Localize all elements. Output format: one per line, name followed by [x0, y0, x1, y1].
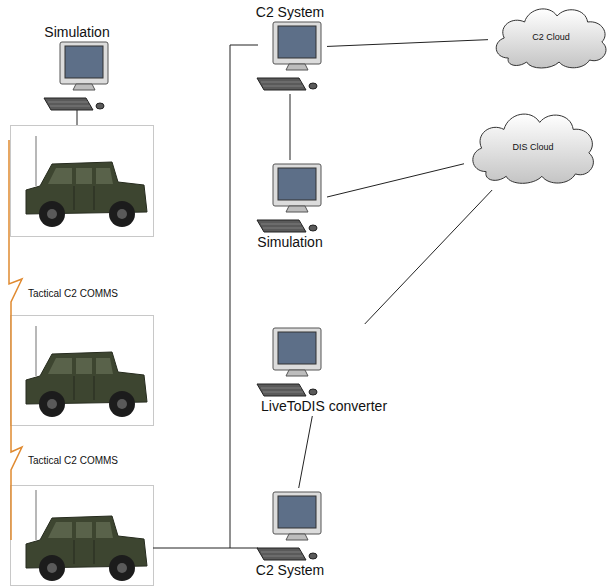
link-label: Tactical C2 COMMS — [28, 455, 118, 466]
computer-icon — [255, 162, 325, 234]
vehicle — [26, 326, 147, 417]
vehicle — [26, 136, 147, 227]
network-link — [365, 190, 492, 324]
computer-node: C2 System — [255, 490, 325, 578]
vehicle-frame — [11, 316, 154, 426]
wire — [230, 45, 258, 548]
wire — [153, 548, 258, 549]
network-link — [327, 164, 464, 197]
network-cloud: C2 Cloud — [490, 2, 612, 72]
network-link — [299, 416, 313, 488]
vehicle — [26, 490, 147, 581]
computer-node: LiveToDIS converter — [255, 326, 387, 414]
node-label: C2 System — [256, 4, 324, 20]
cloud-label: C2 Cloud — [532, 32, 570, 42]
link-label: Tactical C2 COMMS — [28, 288, 118, 299]
computer-icon — [255, 20, 325, 92]
computer-icon — [255, 490, 325, 562]
computer-node: Simulation — [255, 162, 325, 250]
node-label: C2 System — [256, 562, 324, 578]
node-label: Simulation — [257, 234, 322, 250]
network-link — [327, 40, 488, 47]
network-link — [290, 94, 291, 160]
computer-node: C2 System — [255, 4, 325, 92]
computer-icon — [255, 326, 325, 398]
cloud-label: DIS Cloud — [512, 142, 553, 152]
node-label: LiveToDIS converter — [261, 398, 387, 414]
vehicle-frame — [11, 486, 154, 586]
wire — [77, 110, 78, 125]
radio-link — [9, 140, 22, 540]
network-cloud: DIS Cloud — [466, 106, 600, 188]
computer-node: Simulation — [42, 24, 112, 112]
vehicle-frame — [11, 126, 154, 237]
node-label: Simulation — [44, 24, 109, 40]
computer-icon — [42, 40, 112, 112]
